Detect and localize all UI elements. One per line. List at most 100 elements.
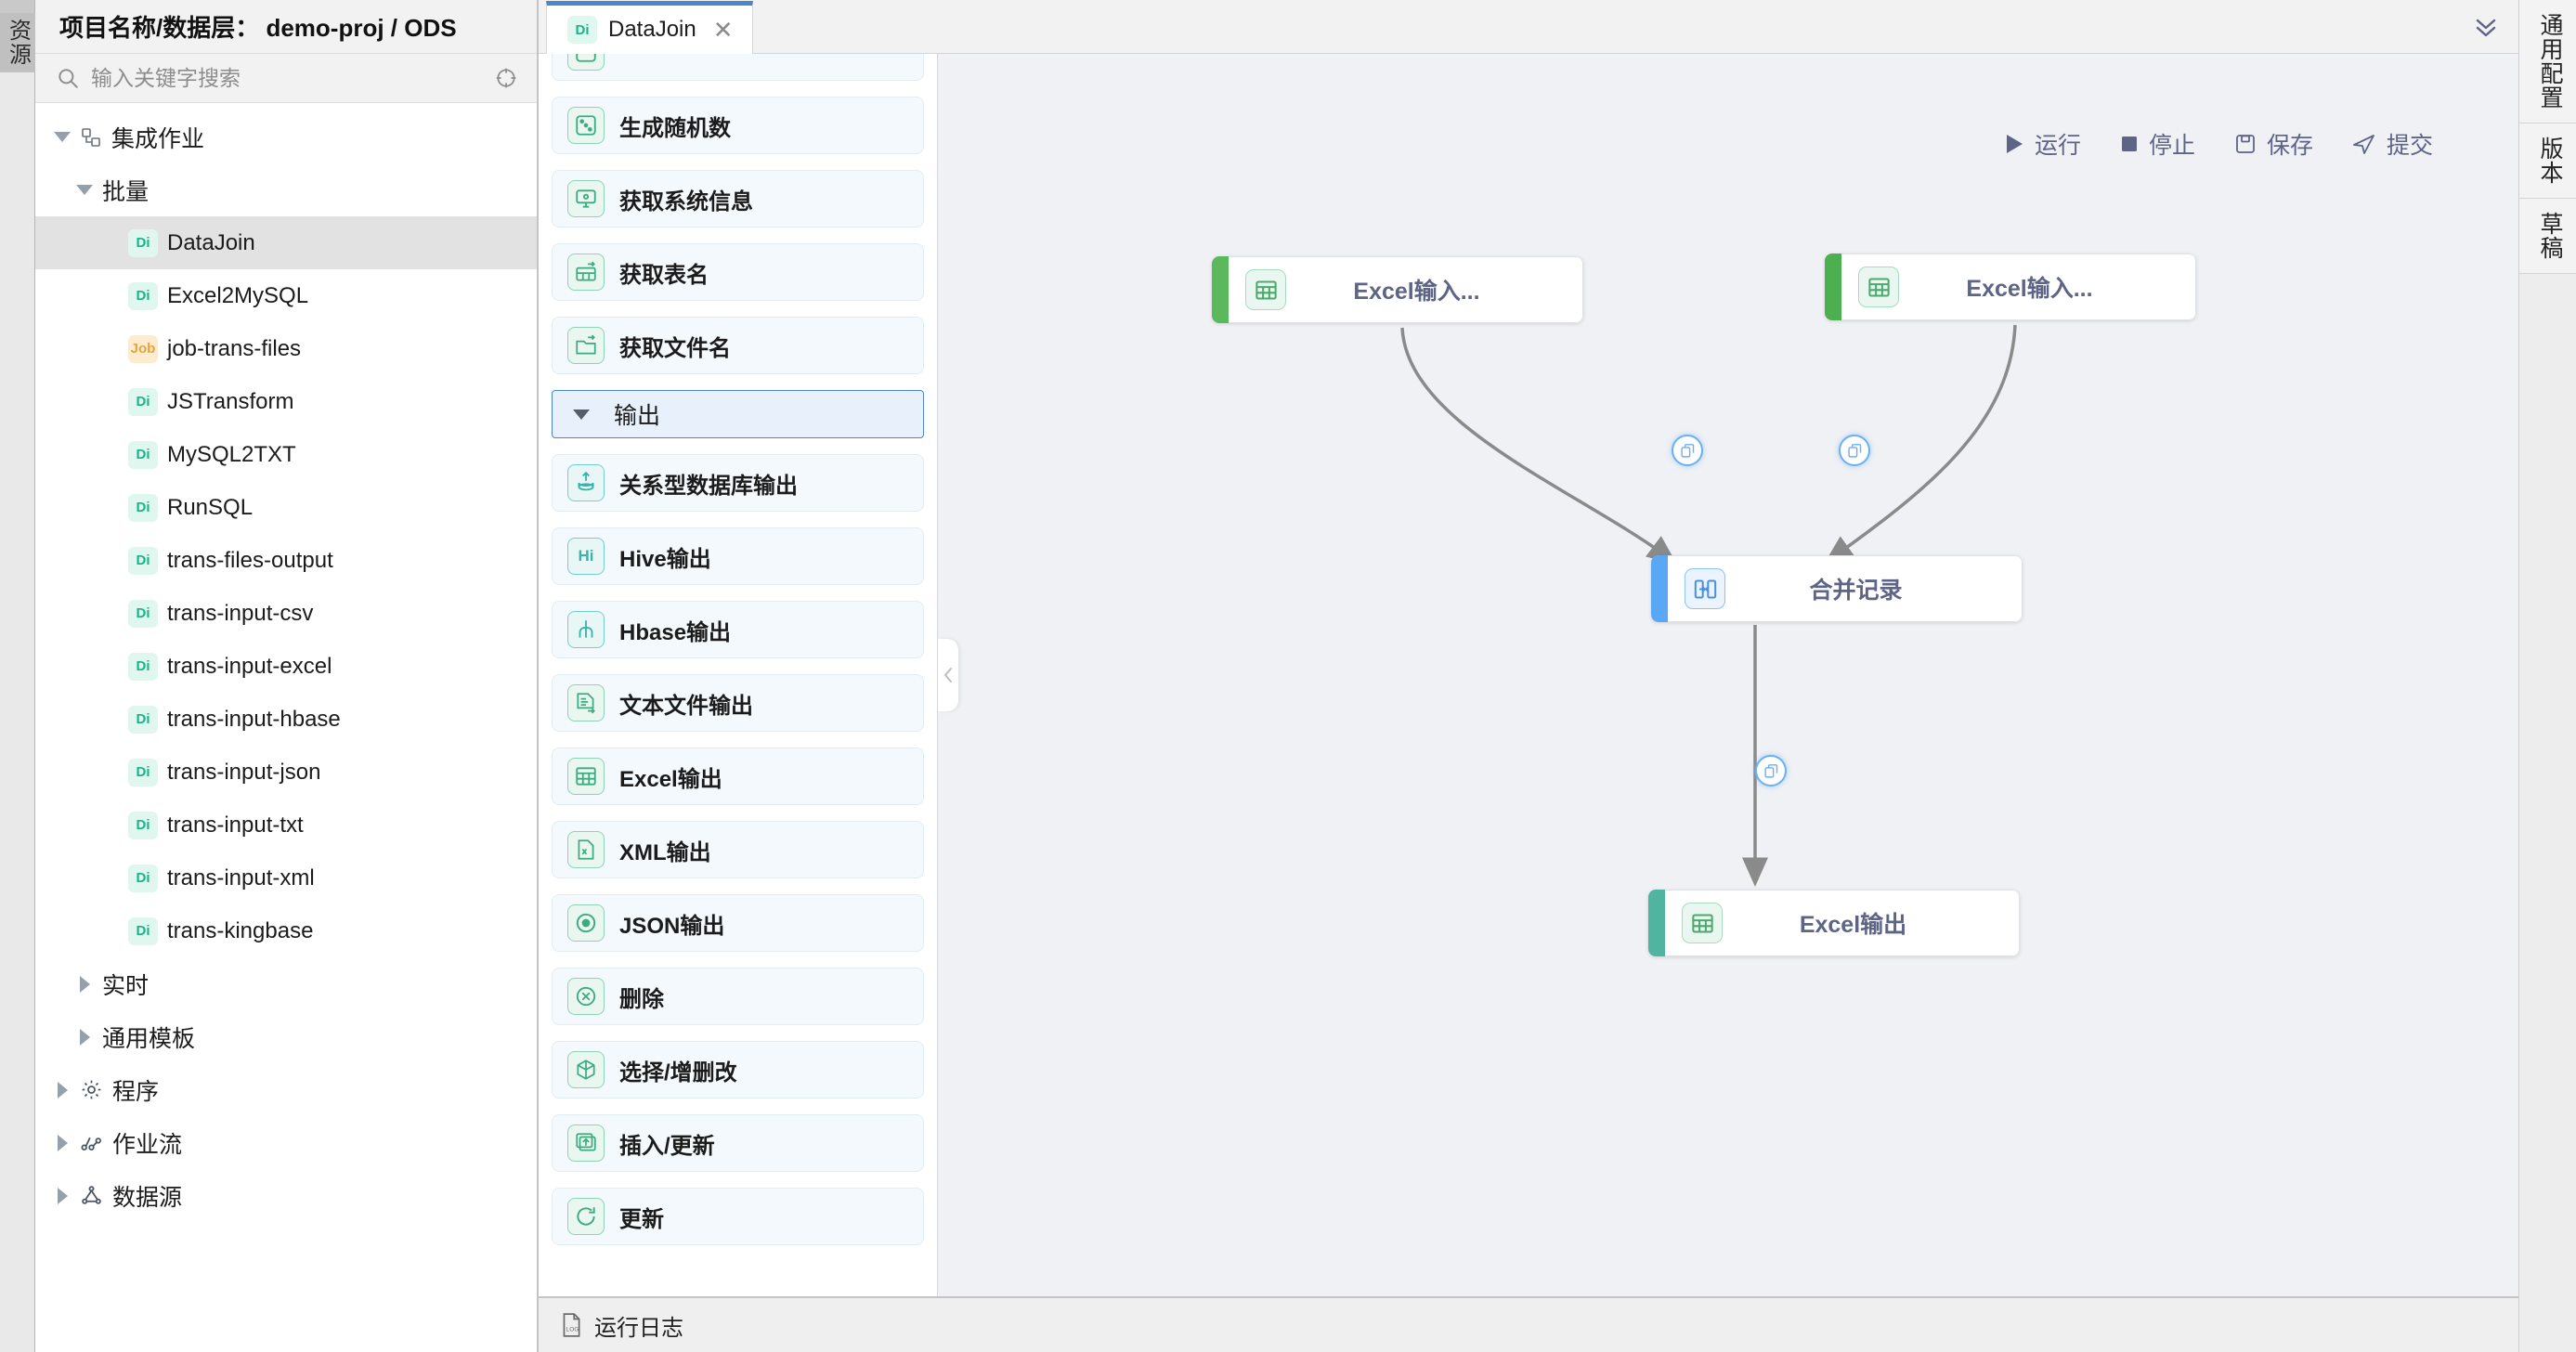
node-body: Excel输出 [1665, 890, 2020, 956]
flow-canvas[interactable]: Excel输入... Excel输入... 合并记录 Excel输出 [938, 54, 2518, 1296]
stop-button[interactable]: 停止 [2120, 127, 2195, 161]
chevron-right-icon[interactable] [54, 1082, 71, 1098]
integration-job-icon [80, 126, 102, 149]
right-rail: 通用配置版本草稿 [2518, 0, 2576, 1352]
node-accent-bar [1825, 254, 1841, 320]
tree-item-实时[interactable]: 实时 [35, 957, 537, 1010]
close-icon[interactable]: ✕ [712, 16, 734, 44]
tree-item-label: trans-kingbase [167, 917, 314, 943]
rail-tab-resources[interactable]: 资源 [0, 13, 35, 72]
canvas-node-merge-records[interactable]: 合并记录 [1651, 555, 2023, 622]
tree-item-label: JSTransform [167, 388, 294, 414]
canvas-node-excel-in-2[interactable]: Excel输入... [1825, 254, 2196, 320]
palette-item-文本文件输出[interactable]: 文本文件输出 [552, 674, 924, 732]
run-log-label: 运行日志 [594, 1315, 683, 1341]
submit-button[interactable]: 提交 [2352, 127, 2433, 161]
tab-label: DataJoin [608, 17, 696, 42]
node-accent-bar [1648, 890, 1665, 956]
search-input[interactable] [91, 65, 483, 91]
save-button[interactable]: 保存 [2234, 127, 2313, 161]
run-log-bar[interactable]: LOG 运行日志 [539, 1296, 2518, 1352]
hop-copy-rows-icon[interactable] [1839, 435, 1870, 466]
palette-item-生成随机数[interactable]: 生成随机数 [552, 97, 924, 154]
palette-item-获取系统信息[interactable]: 获取系统信息 [552, 170, 924, 228]
tree-item-程序[interactable]: 程序 [35, 1063, 537, 1116]
tree-item-通用模板[interactable]: 通用模板 [35, 1010, 537, 1063]
chevron-right-icon[interactable] [76, 1029, 93, 1046]
chevron-right-icon[interactable] [54, 1188, 71, 1204]
node-body: 合并记录 [1668, 555, 2023, 622]
tree-item-作业流[interactable]: 作业流 [35, 1116, 537, 1169]
tree-item-label: Excel2MySQL [167, 282, 309, 308]
right-rail-tab-1[interactable]: 版本 [2519, 124, 2576, 199]
tree-item-label: trans-input-excel [167, 653, 332, 679]
delete-circle-icon [567, 978, 605, 1015]
chevron-down-icon[interactable] [76, 182, 93, 199]
crosshair-target-icon[interactable] [494, 66, 518, 90]
caret-placeholder [102, 658, 119, 675]
caret-placeholder [102, 605, 119, 622]
caret-placeholder [102, 394, 119, 410]
palette-item-更新[interactable]: 更新 [552, 1188, 924, 1245]
di-badge-icon: Di [128, 705, 158, 734]
select-cube-icon [567, 1051, 605, 1088]
right-rail-tab-2[interactable]: 草稿 [2519, 199, 2576, 274]
tree-item-批量[interactable]: 批量 [35, 163, 537, 216]
right-rail-tab-0[interactable]: 通用配置 [2519, 0, 2576, 124]
chevron-right-icon[interactable] [76, 976, 93, 993]
palette-item-选择/增删改[interactable]: 选择/增删改 [552, 1041, 924, 1098]
canvas-node-excel-in-1[interactable]: Excel输入... [1212, 256, 1583, 323]
di-badge-icon: Di [128, 228, 158, 257]
palette-item-获取表名[interactable]: 获取表名 [552, 243, 924, 301]
chevron-right-icon[interactable] [54, 1135, 71, 1151]
palette-item-删除[interactable]: 删除 [552, 968, 924, 1025]
tab-datajoin[interactable]: Di DataJoin ✕ [546, 1, 753, 54]
palette-item-Excel输出[interactable]: Excel输出 [552, 748, 924, 805]
text-file-out-icon [567, 684, 605, 722]
palette-item-插入/更新[interactable]: 插入/更新 [552, 1114, 924, 1172]
send-plane-icon [2352, 133, 2376, 155]
tree-item-label: 实时 [102, 972, 150, 999]
run-label: 运行 [2034, 133, 2081, 159]
run-button[interactable]: 运行 [2004, 127, 2081, 161]
tree-item-trans-input-excel[interactable]: Di trans-input-excel [35, 640, 537, 693]
tree-item-数据源[interactable]: 数据源 [35, 1169, 537, 1222]
svg-text:LOG: LOG [566, 1326, 579, 1332]
hop-copy-rows-icon[interactable] [1755, 755, 1787, 786]
palette-group-output[interactable]: 输出 [552, 390, 924, 438]
palette-item-Hbase输出[interactable]: Hbase输出 [552, 601, 924, 658]
palette-item-JSON输出[interactable]: JSON输出 [552, 894, 924, 952]
palette-item-partial[interactable] [552, 54, 924, 81]
palette-item-获取文件名[interactable]: 获取文件名 [552, 317, 924, 374]
palette-item-XML输出[interactable]: XML输出 [552, 821, 924, 878]
di-badge-icon: Di [128, 652, 158, 681]
palette-collapse-handle[interactable] [938, 639, 958, 711]
json-icon [567, 904, 605, 942]
palette-item-label: Excel输出 [619, 766, 722, 792]
palette-item-关系型数据库输出[interactable]: 关系型数据库输出 [552, 454, 924, 512]
double-chevron-down-icon [2470, 14, 2502, 40]
di-badge-icon: Di [128, 811, 158, 839]
hop-copy-rows-icon[interactable] [1672, 435, 1703, 466]
tree-item-集成作业[interactable]: 集成作业 [35, 110, 537, 163]
tree-item-label: trans-files-output [167, 547, 333, 573]
canvas-node-excel-out[interactable]: Excel输出 [1648, 890, 2020, 956]
caret-placeholder [102, 870, 119, 887]
collapse-panel-button[interactable] [2453, 0, 2518, 54]
chevron-down-icon[interactable] [54, 129, 71, 146]
